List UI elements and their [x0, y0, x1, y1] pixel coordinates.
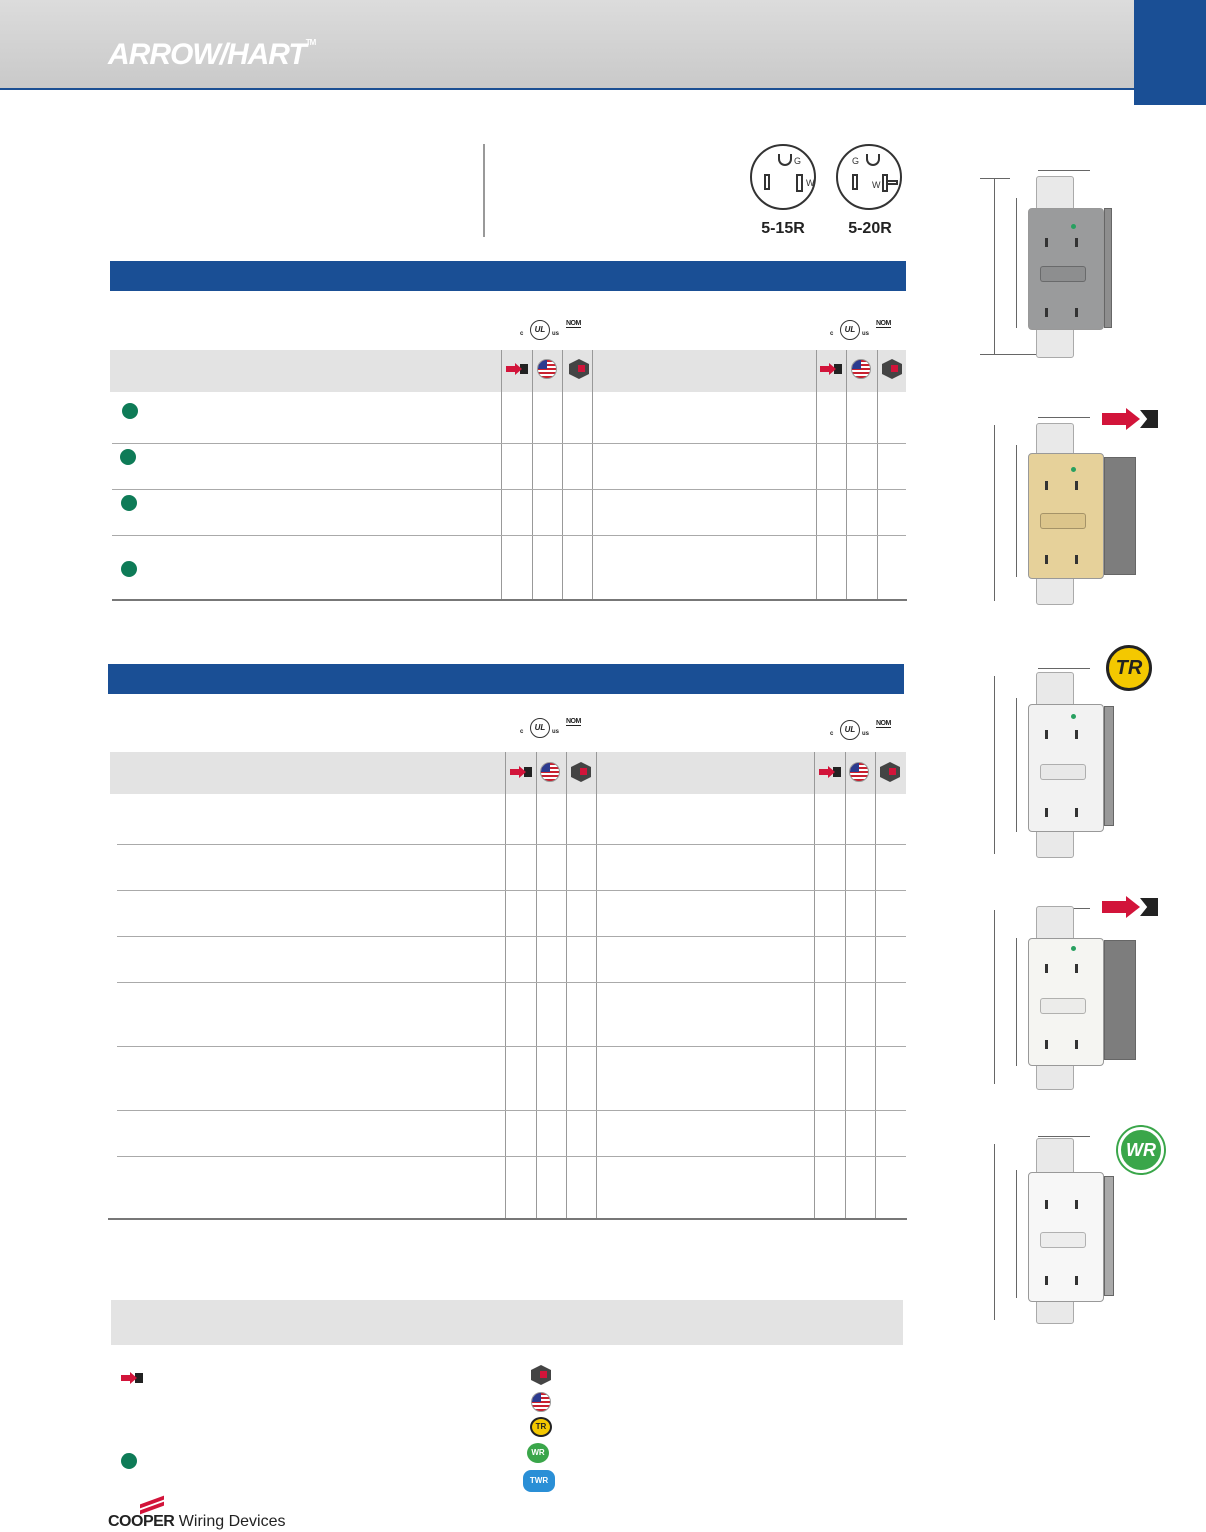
- green-dot-icon: [122, 403, 138, 419]
- arrow-icon: [506, 363, 528, 375]
- grid-line: [816, 350, 817, 600]
- grid-line: [596, 752, 597, 1220]
- grid-line: [845, 752, 846, 1220]
- us-flag-icon: [851, 359, 871, 379]
- cube-icon: [880, 762, 900, 782]
- feature-arrow-icon: [1102, 896, 1158, 918]
- row-divider: [117, 982, 906, 983]
- row-divider: [117, 936, 906, 937]
- grid-line: [875, 752, 876, 1220]
- us-flag-icon: [537, 359, 557, 379]
- product-photo-white-tr: [980, 658, 1160, 858]
- brand-logo: ARROW/HARTTM: [108, 38, 316, 71]
- product-photo-gray: [980, 158, 1160, 358]
- grid-line: [532, 350, 533, 600]
- arrow-icon: [510, 766, 532, 778]
- product-photo-white: [980, 898, 1160, 1092]
- feature-arrow-icon: [1102, 408, 1158, 430]
- grid-line: [566, 752, 567, 1220]
- row-divider: [112, 489, 906, 490]
- header-bar: [0, 0, 1134, 90]
- legend-arrow-icon: [121, 1372, 143, 1384]
- row-divider: [117, 890, 906, 891]
- row-divider: [112, 443, 906, 444]
- grid-line: [592, 350, 593, 600]
- ul-cert-mark-right-2: c UL us NOM: [830, 720, 891, 742]
- notes-bar: [111, 1300, 903, 1345]
- table-bottom-rule: [108, 1218, 907, 1220]
- legend-cube-icon: [531, 1365, 551, 1385]
- section-2-header-row: [110, 752, 906, 794]
- green-dot-icon: [120, 449, 136, 465]
- cooper-logo-mark: [140, 1498, 164, 1512]
- legend-wr-badge-icon: WR: [527, 1443, 549, 1463]
- receptacle-5-20r-label: 5-20R: [848, 220, 892, 237]
- vertical-divider: [483, 144, 485, 237]
- grid-line: [505, 752, 506, 1220]
- receptacle-5-15r-diagram: G W: [750, 144, 816, 210]
- row-divider: [117, 1046, 906, 1047]
- cube-icon: [569, 359, 589, 379]
- section-2-bar: [108, 664, 904, 694]
- grid-line: [562, 350, 563, 600]
- us-flag-icon: [540, 762, 560, 782]
- section-1-bar: [110, 261, 906, 291]
- green-dot-icon: [121, 561, 137, 577]
- row-divider: [112, 535, 906, 536]
- arrow-icon: [819, 766, 841, 778]
- ul-cert-mark-left-2: c UL us NOM: [520, 718, 581, 740]
- cube-icon: [882, 359, 902, 379]
- arrow-icon: [820, 363, 842, 375]
- row-divider: [117, 1156, 906, 1157]
- table-bottom-rule: [112, 599, 907, 601]
- receptacle-5-20r-diagram: G W: [836, 144, 902, 210]
- header-tab-block: [1134, 0, 1206, 105]
- grid-line: [846, 350, 847, 600]
- legend-us-flag-icon: [531, 1392, 551, 1412]
- ul-cert-mark-right-1: c UL us NOM: [830, 320, 891, 342]
- green-dot-icon: [121, 495, 137, 511]
- grid-line: [877, 350, 878, 600]
- legend-twr-badge-icon: TWR: [523, 1470, 555, 1492]
- cooper-wiring-devices-logo: COOPER Wiring Devices: [108, 1513, 286, 1530]
- us-flag-icon: [849, 762, 869, 782]
- grid-line: [814, 752, 815, 1220]
- row-divider: [117, 1110, 906, 1111]
- legend-green-dot-icon: [121, 1453, 137, 1469]
- product-photo-ivory: [980, 405, 1160, 605]
- receptacle-5-15r-label: 5-15R: [761, 220, 805, 237]
- grid-line: [501, 350, 502, 600]
- ul-cert-mark-left-1: c UL us NOM: [520, 320, 581, 342]
- weather-resistant-badge: WR: [1118, 1127, 1164, 1173]
- row-divider: [117, 844, 906, 845]
- product-photo-white-wr: [980, 1130, 1160, 1326]
- grid-line: [536, 752, 537, 1220]
- legend-tr-badge-icon: TR: [530, 1417, 552, 1437]
- cube-icon: [571, 762, 591, 782]
- tamper-resistant-badge: TR: [1106, 645, 1152, 691]
